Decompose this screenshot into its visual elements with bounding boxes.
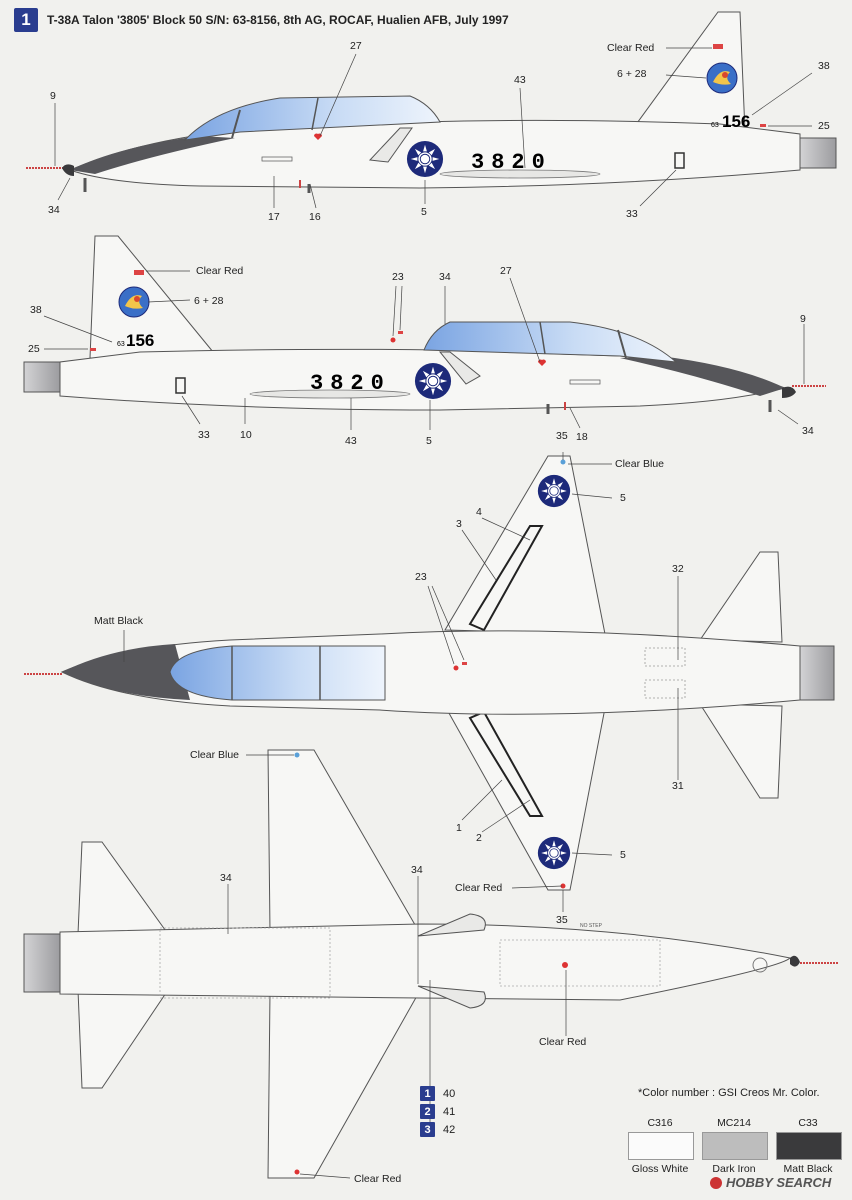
callout-34: 34 — [220, 872, 232, 884]
swatch-name: Gloss White — [631, 1163, 689, 1175]
side1-tail-code-large: 156 — [722, 112, 750, 131]
callout-33: 33 — [198, 429, 210, 441]
callout-3: 3 — [456, 518, 462, 530]
stripe-legend: 1 40 2 41 3 42 — [420, 1086, 455, 1137]
callout-5: 5 — [426, 435, 432, 447]
legend-badge: 1 — [420, 1086, 435, 1101]
swatch-matt-black: C33 Matt Black — [776, 1117, 842, 1175]
callout-27: 27 — [500, 265, 512, 277]
callout-25: 25 — [818, 120, 830, 132]
callout-5: 5 — [421, 206, 427, 218]
callout-32: 32 — [672, 563, 684, 575]
callout-35: 35 — [556, 430, 568, 442]
callout-38: 38 — [818, 60, 830, 72]
callout-clear-blue: Clear Blue — [190, 749, 240, 761]
callout-clear-red: Clear Red — [539, 1036, 587, 1048]
callout-16: 16 — [309, 211, 321, 223]
callout-35: 35 — [556, 914, 568, 926]
color-note: *Color number : GSI Creos Mr. Color. — [638, 1087, 820, 1099]
swatch-code: C316 — [647, 1117, 673, 1129]
color-swatches: C316 Gloss White MC214 Dark Iron C33 Mat… — [628, 1117, 842, 1175]
callout-9: 9 — [800, 313, 806, 325]
swatch-box — [628, 1132, 694, 1160]
bottom-view — [23, 749, 838, 1179]
callout-43: 43 — [345, 435, 357, 447]
callout-5: 5 — [620, 492, 626, 504]
watermark-text: HOBBY SEARCH — [726, 1175, 832, 1190]
top-view — [24, 455, 835, 891]
profile-number-badge: 1 — [14, 8, 38, 32]
profile-title: T-38A Talon '3805' Block 50 S/N: 63-8156… — [47, 13, 509, 27]
hobby-search-logo-icon — [710, 1176, 722, 1189]
legend-number: 42 — [443, 1123, 456, 1136]
legend-number: 40 — [443, 1087, 456, 1100]
callout-6-28: 6 + 28 — [617, 68, 647, 80]
profile-header: 1 T-38A Talon '3805' Block 50 S/N: 63-81… — [14, 8, 509, 32]
callout-25: 25 — [28, 343, 40, 355]
callout-34: 34 — [439, 271, 451, 283]
callout-18: 18 — [576, 431, 588, 443]
callout-17: 17 — [268, 211, 280, 223]
swatch-name: Matt Black — [783, 1163, 833, 1175]
legend-badge: 2 — [420, 1104, 435, 1119]
side1-serial: 3820 — [471, 150, 552, 175]
watermark: HOBBY SEARCH — [710, 1175, 831, 1190]
callout-2: 2 — [476, 832, 482, 844]
callout-4: 4 — [476, 506, 482, 518]
callout-clear-red: Clear Red — [196, 265, 244, 277]
callout-clear-red: Clear Red — [455, 882, 503, 894]
callout-34: 34 — [48, 204, 60, 216]
swatch-dark-iron: MC214 Dark Iron — [702, 1117, 768, 1175]
callout-6-28: 6 + 28 — [194, 295, 224, 307]
swatch-box — [702, 1132, 768, 1160]
side1-tail-code-small: 63 — [711, 122, 719, 129]
callout-23: 23 — [415, 571, 427, 583]
callout-38: 38 — [30, 304, 42, 316]
callout-10: 10 — [240, 429, 252, 441]
callout-matt-black: Matt Black — [94, 615, 144, 627]
legend-row: 1 40 — [420, 1086, 455, 1101]
swatch-name: Dark Iron — [712, 1163, 756, 1175]
callout-33: 33 — [626, 208, 638, 220]
legend-badge: 3 — [420, 1122, 435, 1137]
callout-27: 27 — [350, 40, 362, 52]
side2-tail-code-large: 156 — [126, 331, 154, 350]
callout-23: 23 — [392, 271, 404, 283]
callout-1: 1 — [456, 822, 462, 834]
swatch-box — [776, 1132, 842, 1160]
swatch-gloss-white: C316 Gloss White — [628, 1117, 694, 1175]
side2-tail-code-small: 63 — [117, 341, 125, 348]
side-view-left — [26, 11, 837, 193]
callout-34: 34 — [802, 425, 814, 437]
callout-43: 43 — [514, 74, 526, 86]
callout-clear-red: Clear Red — [354, 1173, 402, 1185]
side-view-right — [23, 235, 826, 414]
callout-clear-blue: Clear Blue — [615, 458, 665, 470]
callout-9: 9 — [50, 90, 56, 102]
side2-serial: 3820 — [310, 371, 391, 396]
callout-clear-red: Clear Red — [607, 42, 655, 54]
swatch-code: MC214 — [717, 1117, 751, 1129]
callout-5: 5 — [620, 849, 626, 861]
top-no-step: NO STEP — [580, 923, 603, 929]
legend-row: 2 41 — [420, 1104, 455, 1119]
legend-number: 41 — [443, 1105, 456, 1118]
callout-34: 34 — [411, 864, 423, 876]
legend-row: 3 42 — [420, 1122, 455, 1137]
swatch-code: C33 — [798, 1117, 818, 1129]
callout-31: 31 — [672, 780, 684, 792]
